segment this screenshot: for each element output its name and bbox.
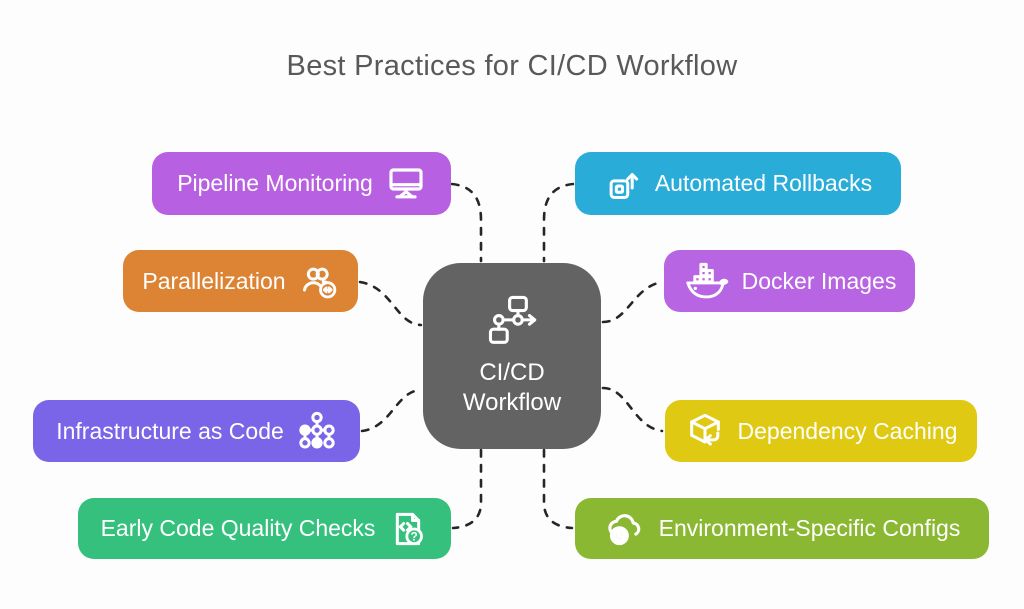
docker-whale-icon: [683, 260, 729, 302]
node-label: Dependency Caching: [737, 417, 958, 444]
connector-parallelization: [358, 280, 423, 327]
connector-infrastructure-as-code: [360, 388, 423, 433]
node-parallelization: Parallelization: [123, 250, 358, 312]
node-label: Early Code Quality Checks: [100, 515, 376, 541]
node-label: Pipeline Monitoring: [177, 170, 373, 196]
connector-environment-specific-configs: [542, 448, 574, 530]
connector-early-code-quality-checks: [451, 448, 483, 530]
center-label: CI/CD Workflow: [463, 358, 561, 418]
monitor-icon: [386, 164, 426, 204]
connector-dependency-caching: [601, 386, 664, 433]
connector-docker-images: [601, 280, 664, 324]
center-label-line1: CI/CD: [479, 358, 545, 386]
network-nodes-icon: [297, 411, 337, 451]
publish-arrow-icon: [604, 165, 642, 203]
code-file-question-icon: ?: [388, 509, 428, 549]
cube-return-icon: [685, 411, 725, 451]
svg-text:?: ?: [411, 529, 418, 543]
users-sync-icon: [299, 261, 339, 301]
node-label: Parallelization: [142, 267, 286, 294]
connector-automated-rollbacks: [542, 182, 575, 263]
diagram-title: Best Practices for CI/CD Workflow: [286, 50, 738, 82]
cloud-gear-icon: [604, 508, 646, 550]
node-automated-rollbacks: Automated Rollbacks: [575, 152, 901, 215]
node-pipeline-monitoring: Pipeline Monitoring: [152, 152, 451, 215]
node-early-code-quality-checks: Early Code Quality Checks ?: [78, 498, 451, 559]
node-label: Docker Images: [741, 267, 897, 294]
node-environment-specific-configs: Environment-Specific Configs: [575, 498, 989, 559]
node-label: Environment-Specific Configs: [658, 515, 961, 541]
workflow-icon: [482, 295, 542, 350]
node-dependency-caching: Dependency Caching: [665, 400, 977, 462]
node-docker-images: Docker Images: [664, 250, 915, 312]
node-infrastructure-as-code: Infrastructure as Code: [33, 400, 360, 462]
center-node-cicd-workflow: CI/CD Workflow: [423, 263, 601, 449]
node-label: Infrastructure as Code: [56, 417, 284, 444]
connector-pipeline-monitoring: [450, 182, 483, 263]
node-label: Automated Rollbacks: [654, 170, 873, 196]
center-label-line2: Workflow: [462, 388, 562, 416]
